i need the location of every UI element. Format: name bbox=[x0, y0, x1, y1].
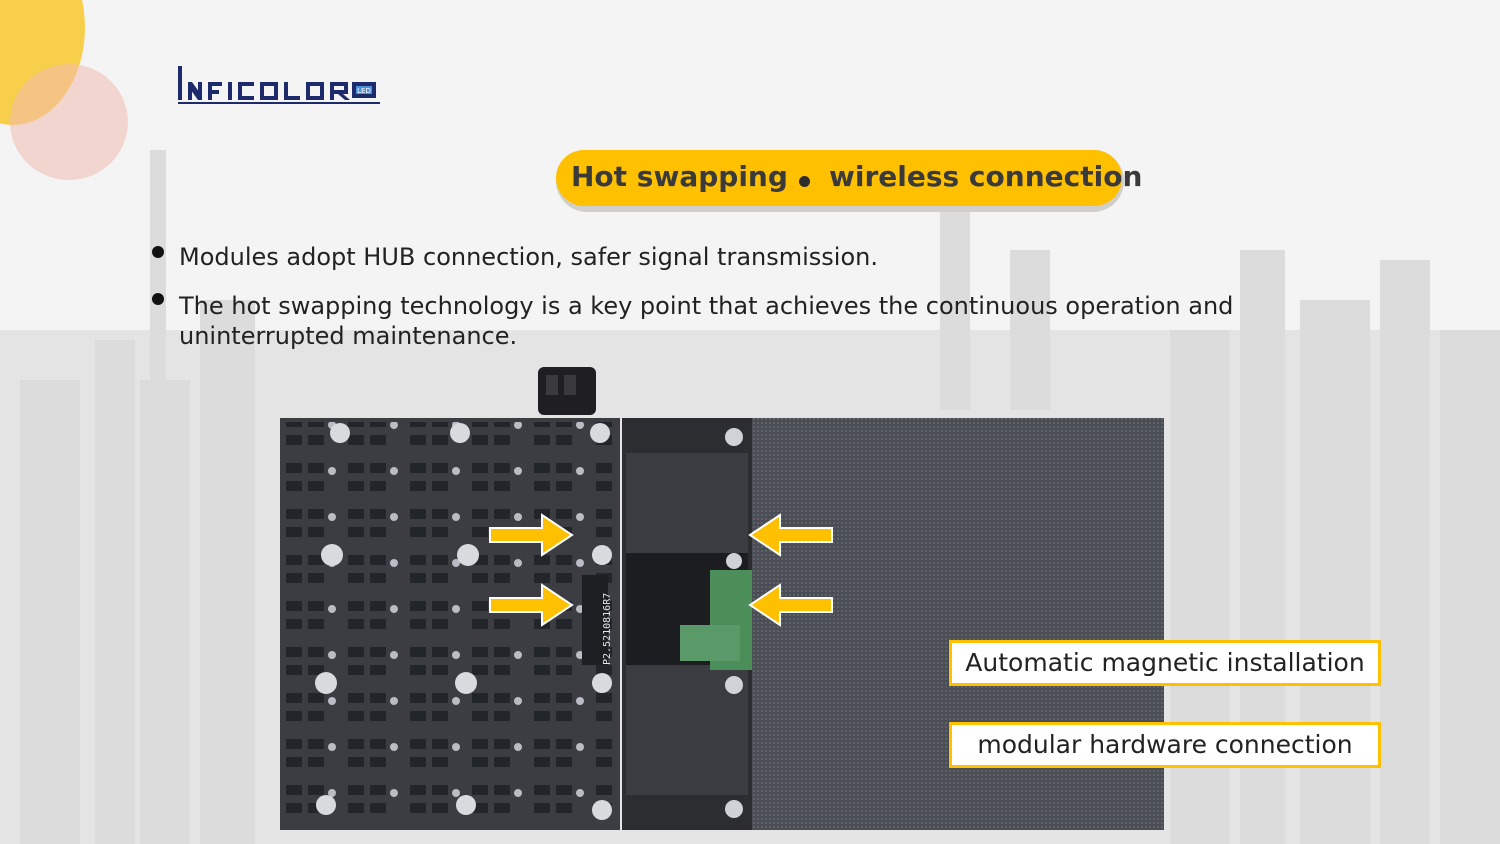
arrow-right-icon bbox=[489, 513, 574, 557]
heading-pill bbox=[556, 150, 1122, 206]
bullet-dot bbox=[152, 293, 164, 305]
led-panel bbox=[752, 418, 1164, 830]
bullet-text-hot-swap-cont: uninterrupted maintenance. bbox=[179, 322, 518, 350]
decor-circle-pink bbox=[10, 64, 128, 180]
arrow-left-icon bbox=[748, 583, 833, 627]
svg-text:LED: LED bbox=[357, 87, 371, 95]
arrow-left-icon bbox=[748, 513, 833, 557]
heading-pill-shadow bbox=[556, 150, 1124, 212]
bullet-text-hot-swap: The hot swapping technology is a key poi… bbox=[179, 292, 1234, 320]
arrow-right-icon bbox=[489, 583, 574, 627]
bullet-text-hub: Modules adopt HUB connection, safer sign… bbox=[179, 243, 878, 271]
heading-wireless-connection: wireless connection bbox=[829, 160, 1143, 193]
label-magnetic-installation: Automatic magnetic installation bbox=[949, 640, 1381, 686]
heading-separator-dot bbox=[799, 176, 810, 187]
brand-logo: LED bbox=[178, 66, 380, 104]
pcb-serial: P2.5210816R7 bbox=[602, 593, 613, 665]
bullet-dot bbox=[152, 246, 164, 258]
label-modular-connection: modular hardware connection bbox=[949, 722, 1381, 768]
heading-hot-swapping: Hot swapping bbox=[571, 160, 788, 193]
